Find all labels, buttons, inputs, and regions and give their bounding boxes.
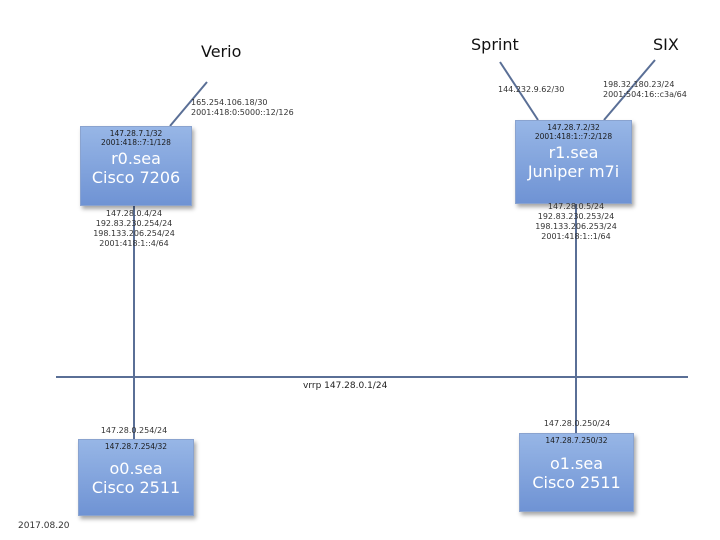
router-r1[interactable]: 147.28.7.2/32 2001:418:1::7:2/128 r1.sea… xyxy=(515,120,632,204)
o0-lan-address: 147.28.0.254/24 xyxy=(100,426,168,435)
r1-lan-addr: 147.28.0.5/24 xyxy=(547,202,605,211)
r0-model: Cisco 7206 xyxy=(91,168,181,187)
lan-vrrp-label: vrrp 147.28.0.1/24 xyxy=(303,381,388,391)
six-link-line xyxy=(603,59,656,121)
r1-lan-addresses: 147.28.0.5/24 192.83.230.253/24 198.133.… xyxy=(526,202,626,242)
r1-lan-addr: 192.83.230.253/24 xyxy=(537,212,615,221)
r1-loopback: 147.28.7.2/32 2001:418:1::7:2/128 xyxy=(516,123,631,141)
sprint-link-v4: 144.232.9.62/30 xyxy=(498,85,565,94)
r0-loopback-v4: 147.28.7.1/32 xyxy=(109,129,163,138)
r0-lan-addr: 192.83.230.254/24 xyxy=(95,219,173,228)
r1-loopback-v4: 147.28.7.2/32 xyxy=(547,123,600,132)
o1-lan-address: 147.28.0.250/24 xyxy=(543,419,611,428)
verio-link-addresses: 165.254.106.18/30 2001:418:0:5000::12/12… xyxy=(191,98,294,118)
diagram-date: 2017.08.20 xyxy=(18,521,70,531)
o1-model: Cisco 2511 xyxy=(532,473,621,492)
sprint-link-addresses: 144.232.9.62/30 xyxy=(498,85,564,95)
o1-hostname: o1.sea xyxy=(549,454,604,473)
r1-lan-addr: 2001:418:1::1/64 xyxy=(541,232,611,241)
o0-loopback: 147.28.7.254/32 xyxy=(79,442,193,451)
sprint-link-line xyxy=(499,61,539,121)
six-link-addresses: 198.32.180.23/24 2001:504:16::c3a/64 xyxy=(603,80,687,100)
o0-hostname: o0.sea xyxy=(109,459,163,478)
r0-loopback-v6: 2001:418::7:1/128 xyxy=(101,138,171,147)
router-r0[interactable]: 147.28.7.1/32 2001:418::7:1/128 r0.sea C… xyxy=(80,126,192,206)
r0-lan-addresses: 147.28.0.4/24 192.83.230.254/24 198.133.… xyxy=(86,209,182,249)
router-o1[interactable]: 147.28.7.250/32 o1.sea Cisco 2511 xyxy=(519,433,634,512)
r1-loopback-v6: 2001:418:1::7:2/128 xyxy=(534,132,613,141)
r0-loopback: 147.28.7.1/32 2001:418::7:1/128 xyxy=(81,129,191,147)
r0-hostname: r0.sea xyxy=(111,149,161,168)
six-link-v6: 2001:504:16::c3a/64 xyxy=(603,90,687,99)
o1-loopback-v4: 147.28.7.250/32 xyxy=(545,436,608,445)
r1-lan-addr: 198.133.206.253/24 xyxy=(535,222,617,231)
r1-hostname: r1.sea xyxy=(548,143,599,162)
r1-model: Juniper m7i xyxy=(527,162,620,181)
six-link-v4: 198.32.180.23/24 xyxy=(603,80,675,89)
router-o0[interactable]: 147.28.7.254/32 o0.sea Cisco 2511 xyxy=(78,439,194,516)
o0-loopback-v4: 147.28.7.254/32 xyxy=(104,442,168,451)
o0-model: Cisco 2511 xyxy=(91,478,181,497)
r0-lan-addr: 147.28.0.4/24 xyxy=(105,209,163,218)
uplink-verio-label: Verio xyxy=(201,42,242,61)
o1-loopback: 147.28.7.250/32 xyxy=(520,436,633,445)
verio-link-line xyxy=(169,81,208,127)
verio-link-v4: 165.254.106.18/30 xyxy=(191,98,268,107)
verio-link-v6: 2001:418:0:5000::12/126 xyxy=(191,108,294,117)
r0-lan-addr: 2001:418:1::4/64 xyxy=(99,239,169,248)
r0-lan-addr: 198.133.206.254/24 xyxy=(93,229,175,238)
uplink-six-label: SIX xyxy=(653,35,679,54)
uplink-sprint-label: Sprint xyxy=(471,35,519,54)
